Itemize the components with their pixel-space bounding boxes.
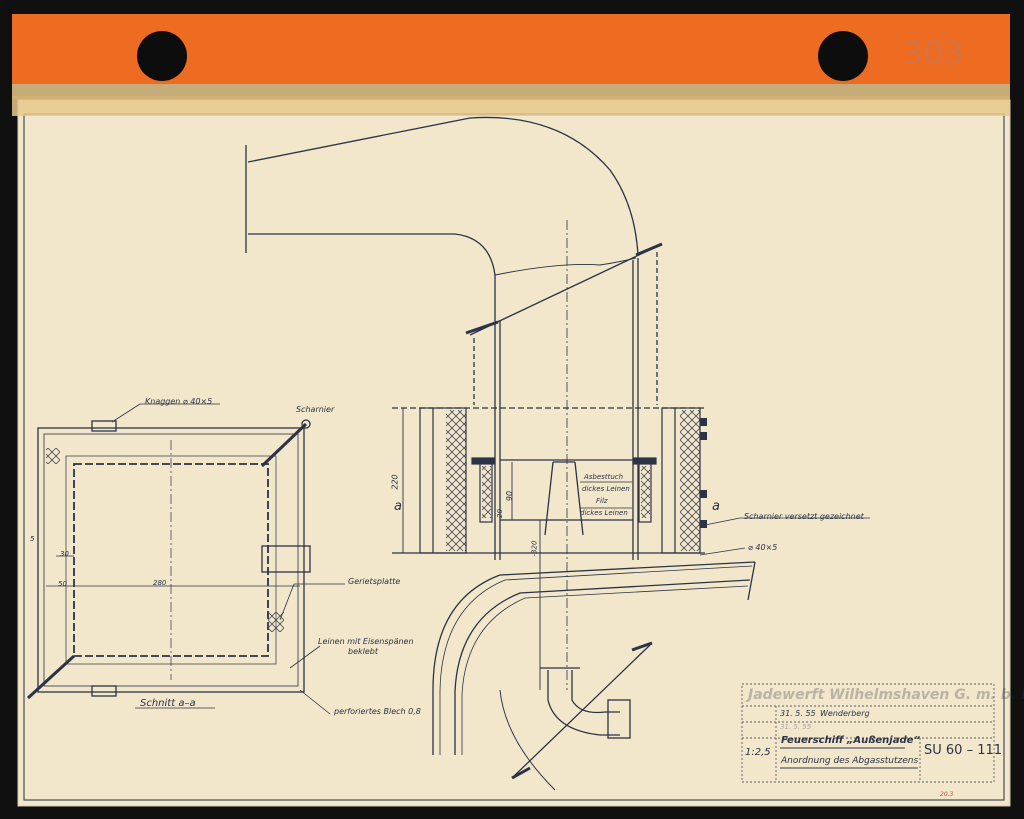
label-schnitt-a-a: Schnitt a–a [140, 698, 196, 709]
dimension-220 [402, 408, 541, 690]
title-checked-date: 31. 5. 55 [780, 723, 812, 731]
label-asbesttuch: Asbesttuch [584, 473, 624, 481]
title-scale: 1:2,5 [745, 747, 771, 758]
dim-320: -320 [530, 540, 539, 557]
leader-lines [111, 403, 870, 715]
section-a-a-view [26, 419, 311, 700]
title-drawing-number: SU 60 – 111 [924, 743, 1003, 758]
section-mark-right: a [712, 499, 720, 514]
section-mark-left: a [394, 499, 402, 514]
label-scharnier: Scharnier [296, 405, 335, 414]
label-dickes-leinen: dickes Leinen [582, 485, 630, 493]
punch-hole-right [818, 31, 868, 81]
folder-number: 303 [903, 34, 965, 72]
dim-30: 30 [60, 550, 69, 558]
lower-duct-bend [432, 561, 756, 791]
felt-hatching-right [680, 410, 700, 551]
paper [18, 100, 1010, 806]
title-company-stamp: Jadewerft Wilhelmshaven G. m. b. H. [748, 687, 1024, 703]
pipe-elbow-top [245, 116, 663, 336]
label-leinen-2: beklebt [348, 647, 378, 656]
dim-5: 5 [30, 535, 35, 543]
label-dickes-leinen-2: dickes Leinen [580, 509, 628, 517]
dim-50: 50 [58, 580, 67, 588]
label-flach-40x5: ⌀ 40×5 [748, 543, 778, 552]
label-perforiertes-blech: perforiertes Blech 0,8 [334, 707, 421, 716]
label-knaggen: Knaggen ⌀ 40×5 [145, 397, 213, 406]
dim-90: 90 [505, 490, 515, 502]
label-filz: Filz [596, 497, 608, 505]
bolt-heads [700, 418, 707, 528]
felt-hatching-left [446, 410, 466, 551]
title-date-drawn: 31. 5. 55 [780, 709, 816, 718]
dim-20: 20 [495, 509, 504, 518]
label-leinen-1: Leinen mit Eisenspänen [318, 637, 414, 646]
title-block [741, 683, 995, 783]
corner-archive-mark: 20.3 [940, 791, 954, 798]
title-description: Anordnung des Abgasstutzens [781, 756, 919, 766]
dim-280: 280 [153, 579, 167, 587]
label-gerietsplatte: Gerietsplatte [348, 577, 401, 586]
punch-hole-left [137, 31, 187, 81]
dim-220: 220 [390, 474, 400, 490]
title-ship-name: Feuerschiff „Außenjade“ [781, 735, 920, 746]
label-scharnier-versetzt: Scharnier versetzt gezeichnet [744, 512, 864, 521]
title-drawn-by: Wenderberg [820, 709, 870, 718]
